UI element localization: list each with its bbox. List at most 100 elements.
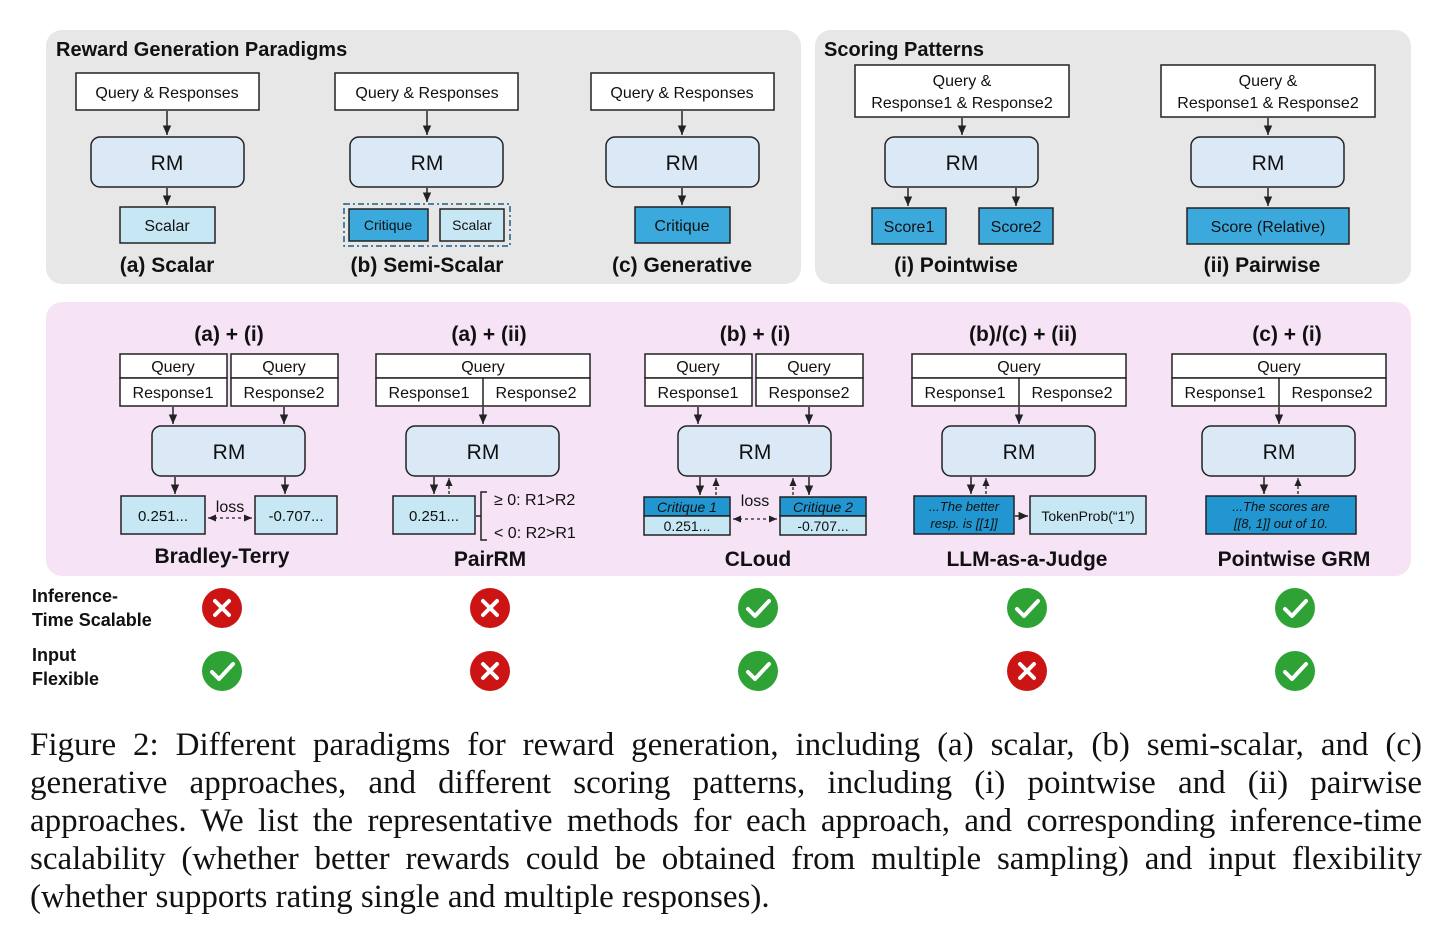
query-label: Query	[997, 359, 1041, 376]
figure-caption: Figure 2: Different paradigms for reward…	[30, 727, 1422, 915]
method-bradley-terry: (a) + (i) Query Response1 Query Response…	[119, 323, 339, 568]
rm-box	[90, 136, 245, 188]
token-prob-label: TokenProb(“1”)	[1041, 508, 1134, 524]
method-pointwise-grm: (c) + (i) Query Response1 Response2 RM .…	[1171, 323, 1387, 571]
rm-label: RM	[213, 441, 246, 464]
rm-box	[941, 425, 1096, 477]
rm-label: RM	[1252, 152, 1285, 175]
pointwise-pattern: Query & Response1 & Response2 RM Score1 …	[854, 64, 1070, 277]
input-box	[334, 72, 519, 111]
rm-box	[1190, 136, 1345, 188]
input-box	[1160, 64, 1376, 118]
score2-box	[779, 515, 867, 536]
query-box	[1171, 353, 1387, 379]
row-labels: Inference- Time Scalable Input Flexible	[32, 586, 152, 689]
critique-label: Critique	[364, 217, 412, 233]
scalar-paradigm: Query & Responses RM Scalar (a) Scalar	[75, 72, 260, 277]
query1-label: Query	[151, 359, 195, 376]
checkmark-icon	[1275, 588, 1315, 628]
method-pairrm: (a) + (ii) Query Response1 Response2 RM …	[375, 323, 591, 571]
token-prob-box	[1029, 495, 1147, 535]
combo-label: (a) + (i)	[194, 323, 263, 346]
critique-output-box	[634, 206, 731, 244]
score1-box	[871, 207, 947, 245]
cross-icon	[470, 651, 510, 691]
cross-icon	[1007, 651, 1047, 691]
input-line-1: Query &	[933, 73, 992, 90]
method-cloud: (b) + (i) Query Response1 Query Response…	[643, 323, 867, 571]
semi-scalar-paradigm: Query & Responses RM Critique Scalar (b)…	[334, 72, 519, 277]
response1-label: Response1	[133, 385, 214, 402]
score-value: 0.251...	[409, 508, 459, 525]
dashed-group-box	[343, 203, 511, 247]
pointwise-caption: (i) Pointwise	[894, 254, 1018, 277]
method-name: Pointwise GRM	[1218, 548, 1371, 571]
method-llm-as-a-judge: (b)/(c) + (ii) Query Response1 Response2…	[911, 323, 1147, 571]
panel-title: Scoring Patterns	[824, 39, 984, 61]
response1-box	[644, 377, 753, 407]
scalar-caption: (a) Scalar	[120, 254, 215, 277]
score2-value: -0.707...	[268, 508, 323, 525]
response1-box	[119, 377, 228, 407]
rm-box	[1201, 425, 1356, 477]
input-label-line-1: Input	[32, 645, 76, 665]
rm-box	[884, 136, 1039, 188]
method-name: CLoud	[725, 548, 791, 571]
scoring-patterns-panel: Scoring Patterns Query & Response1 & Res…	[815, 30, 1411, 284]
response2-label: Response2	[496, 385, 577, 402]
critique2-label: Critique 2	[793, 499, 853, 515]
judgment-line-2: resp. is [[1]]	[930, 516, 998, 531]
method-name: PairRM	[454, 548, 526, 571]
rm-label: RM	[666, 152, 699, 175]
pairwise-pattern: Query & Response1 & Response2 RM Score (…	[1160, 64, 1376, 277]
grm-output-line-2: [[8, 1]] out of 10.	[1233, 516, 1328, 531]
method-name: LLM-as-a-Judge	[946, 548, 1107, 571]
rule-positive: ≥ 0: R1>R2	[494, 492, 575, 509]
score1-box	[120, 495, 206, 535]
query2-label: Query	[787, 359, 831, 376]
loss-label: loss	[741, 493, 769, 510]
grm-output-box	[1205, 495, 1357, 535]
input-box	[590, 72, 775, 111]
input-label: Query & Responses	[95, 85, 238, 102]
method-name: Bradley-Terry	[154, 545, 289, 568]
rule-bracket	[476, 491, 487, 541]
rm-box	[151, 425, 306, 477]
combo-label: (c) + (i)	[1252, 323, 1321, 346]
rm-label: RM	[411, 152, 444, 175]
checkmark-icon	[202, 651, 242, 691]
query1-label: Query	[676, 359, 720, 376]
input-box	[854, 64, 1070, 118]
rm-label: RM	[151, 152, 184, 175]
critique1-label: Critique 1	[657, 499, 717, 515]
rm-label: RM	[1003, 441, 1036, 464]
rm-label: RM	[1263, 441, 1296, 464]
combo-label: (b) + (i)	[720, 323, 791, 346]
rm-box	[677, 425, 832, 477]
response2-label: Response2	[769, 385, 850, 402]
response1-label: Response1	[389, 385, 470, 402]
response1-label: Response1	[658, 385, 739, 402]
query-label: Query	[461, 359, 505, 376]
score1-label: Score1	[884, 219, 935, 236]
rule-negative: < 0: R2>R1	[494, 525, 576, 542]
status-icons	[202, 588, 1315, 691]
input-label: Query & Responses	[610, 85, 753, 102]
query2-box	[755, 353, 864, 379]
rm-label: RM	[739, 441, 772, 464]
rm-label: RM	[467, 441, 500, 464]
score-box	[392, 495, 476, 535]
inference-label-line-2: Time Scalable	[32, 610, 152, 630]
rm-box	[605, 136, 760, 188]
query1-box	[119, 353, 228, 379]
rm-label: RM	[946, 152, 979, 175]
score1-value: 0.251...	[664, 518, 711, 534]
score2-value: -0.707...	[797, 518, 848, 534]
semi-scalar-caption: (b) Semi-Scalar	[351, 254, 504, 277]
query-box	[911, 353, 1127, 379]
input-line-2: Response1 & Response2	[871, 95, 1053, 112]
critique-box	[348, 208, 429, 242]
judgment-line-1: ...The better	[929, 499, 1000, 514]
score2-label: Score2	[991, 219, 1042, 236]
generative-paradigm: Query & Responses RM Critique (c) Genera…	[590, 72, 775, 277]
